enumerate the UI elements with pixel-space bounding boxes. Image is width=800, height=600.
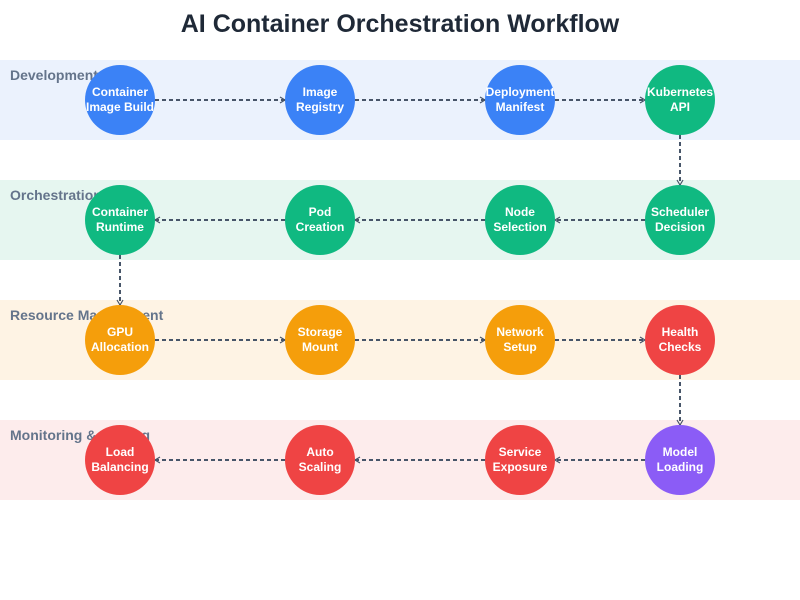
- node-label: Deployment Manifest: [485, 85, 555, 114]
- page-title: AI Container Orchestration Workflow: [180, 10, 620, 38]
- node-service-exposure[interactable]: Service Exposure: [485, 425, 555, 495]
- node-label: Service Exposure: [492, 445, 548, 474]
- lane-label-orchestration: Orchestration: [10, 187, 102, 203]
- lane-label-development: Development: [10, 67, 98, 83]
- node-container-runtime[interactable]: Container Runtime: [85, 185, 155, 255]
- node-network-setup[interactable]: Network Setup: [485, 305, 555, 375]
- node-storage-mount[interactable]: Storage Mount: [285, 305, 355, 375]
- node-gpu-allocation[interactable]: GPU Allocation: [85, 305, 155, 375]
- node-label: Network Setup: [496, 325, 544, 354]
- node-node-selection[interactable]: Node Selection: [485, 185, 555, 255]
- node-label: Health Checks: [658, 325, 702, 354]
- node-label: GPU Allocation: [90, 325, 149, 354]
- node-container-image-build[interactable]: Container Image Build: [85, 65, 155, 135]
- node-label: Model Loading: [656, 445, 704, 474]
- node-label: Pod Creation: [295, 205, 345, 234]
- node-kubernetes-api[interactable]: Kubernetes API: [645, 65, 715, 135]
- node-scheduler-decision[interactable]: Scheduler Decision: [645, 185, 715, 255]
- node-pod-creation[interactable]: Pod Creation: [285, 185, 355, 255]
- node-label: Auto Scaling: [298, 445, 342, 474]
- node-label: Container Runtime: [91, 205, 148, 234]
- node-label: Kubernetes API: [646, 85, 714, 114]
- node-label: Container Image Build: [85, 85, 154, 114]
- node-label: Image Registry: [295, 85, 345, 114]
- node-label: Scheduler Decision: [650, 205, 710, 234]
- node-auto-scaling[interactable]: Auto Scaling: [285, 425, 355, 495]
- node-label: Storage Mount: [297, 325, 343, 354]
- node-image-registry[interactable]: Image Registry: [285, 65, 355, 135]
- node-label: Load Balancing: [91, 445, 149, 474]
- node-deployment-manifest[interactable]: Deployment Manifest: [485, 65, 555, 135]
- node-health-checks[interactable]: Health Checks: [645, 305, 715, 375]
- node-model-loading[interactable]: Model Loading: [645, 425, 715, 495]
- node-label: Node Selection: [493, 205, 547, 234]
- node-load-balancing[interactable]: Load Balancing: [85, 425, 155, 495]
